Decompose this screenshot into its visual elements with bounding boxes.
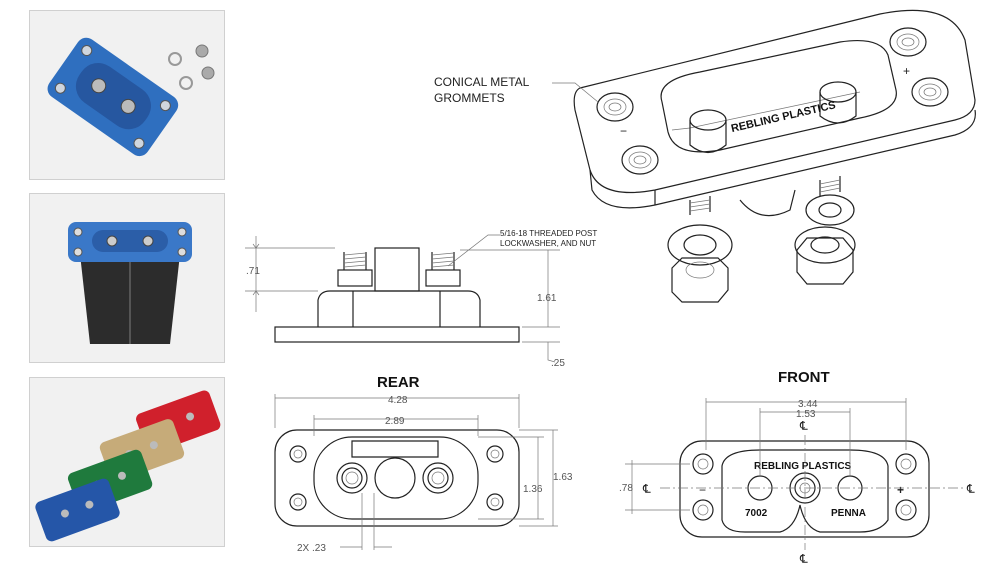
isometric-plus-symbol: + xyxy=(903,64,910,78)
rear-dim-width: 4.28 xyxy=(388,395,408,406)
front-dim-width: 3.44 xyxy=(798,399,818,410)
front-centerline-top: ℄ xyxy=(799,419,808,433)
side-dim-base: .25 xyxy=(551,358,565,369)
front-centerline-bottom: ℄ xyxy=(799,552,808,566)
front-title: FRONT xyxy=(778,369,830,386)
side-view: .71 1.61 .25 5/16-18 THREADED POST LOCKW… xyxy=(245,229,597,369)
post-callout-line1: 5/16-18 THREADED POST xyxy=(500,229,597,238)
isometric-view: REBLING PLASTICS − + CONICAL METAL GROMM… xyxy=(434,9,976,303)
product-photo-connector-housing xyxy=(29,193,225,363)
rear-dim-height: 1.63 xyxy=(553,472,573,483)
rear-dim-slot: 2.89 xyxy=(385,416,405,427)
isometric-minus-symbol: − xyxy=(620,124,627,138)
rear-dim-hole: 2X .23 xyxy=(297,543,326,554)
grommets-callout-line1: CONICAL METAL xyxy=(434,75,530,89)
front-plus-symbol: + xyxy=(897,483,904,497)
front-minus-symbol: − xyxy=(699,483,706,497)
side-dim-post: .71 xyxy=(246,266,260,277)
front-location: PENNA xyxy=(831,508,866,519)
front-centerline-right: ℄ xyxy=(966,482,975,496)
product-photo-blue-connector xyxy=(29,10,225,180)
front-view: FRONT REBLING PLASTICS 7002 PENNA − + 3.… xyxy=(619,369,975,566)
post-callout-line2: LOCKWASHER, AND NUT xyxy=(500,239,596,248)
front-part-number: 7002 xyxy=(745,508,768,519)
front-engraving: REBLING PLASTICS xyxy=(754,461,852,472)
grommets-callout-line2: GROMMETS xyxy=(434,91,505,105)
side-dim-height: 1.61 xyxy=(537,293,557,304)
rear-view: REAR 4.28 2.89 1.63 1.36 2X .23 xyxy=(274,374,573,554)
front-centerline-left: ℄ xyxy=(642,482,651,496)
product-photo-colored-connectors xyxy=(29,377,225,547)
front-dim-vertical: .78 xyxy=(619,483,633,494)
front-dim-posts: 1.53 xyxy=(796,409,816,420)
rear-title: REAR xyxy=(377,374,420,391)
rear-dim-inner: 1.36 xyxy=(523,484,543,495)
